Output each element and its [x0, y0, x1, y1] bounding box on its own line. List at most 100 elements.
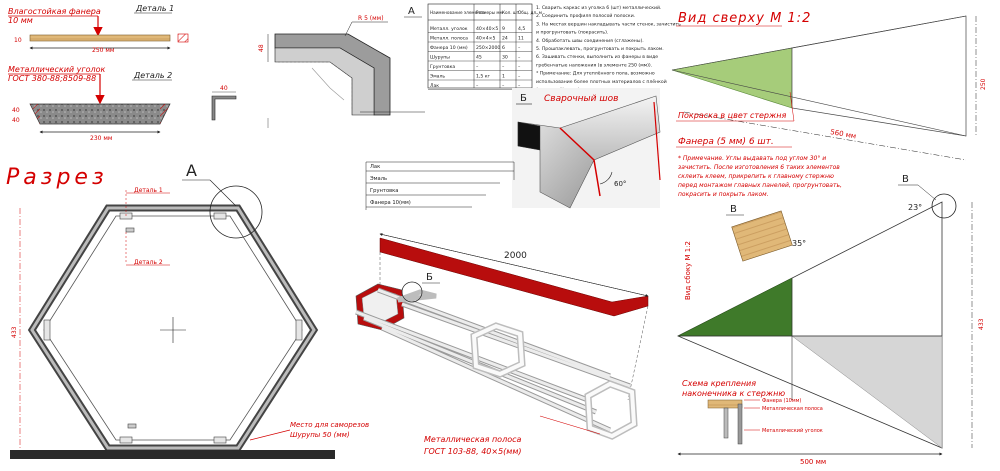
- note-line: * Примечание: Для утеплённого пола, возм…: [536, 71, 655, 77]
- top-view-note-line: покрасить и покрыть лаком.: [678, 191, 769, 198]
- note-line: гребенчатые наложения (в элементе 250 (м…: [536, 62, 652, 68]
- side-view-width: 500 мм: [800, 458, 826, 466]
- plywood-thickness-label: 10 мм: [8, 16, 33, 25]
- plywood-angle: 35°: [792, 239, 806, 248]
- angle-profile: [29, 103, 171, 125]
- mount-legend-item: Фанера (10мм): [762, 398, 801, 404]
- strip-label: Металлическая полоса: [424, 435, 521, 444]
- assembly-notes: 1. Сварить каркас из уголка 6 (шт) метал…: [536, 4, 681, 93]
- table-cell: –: [518, 84, 521, 89]
- view-b-letter: Б: [520, 93, 527, 104]
- detail-2-length: 230 мм: [90, 135, 112, 142]
- table-cell: –: [502, 84, 505, 89]
- table-cell: 45: [476, 55, 482, 61]
- table-cell: 6: [502, 45, 505, 51]
- section-height: 433: [11, 326, 18, 338]
- section-title: Разрез: [6, 165, 108, 190]
- note-line: 1. Сварить каркас из уголка 6 (шт) метал…: [536, 4, 661, 11]
- green-tip: [671, 47, 793, 109]
- angle-label: Металлический уголок: [8, 65, 105, 74]
- table-cell: 30: [502, 55, 508, 61]
- callout-v-circle: [931, 193, 957, 219]
- view-v-letter: В: [730, 204, 737, 215]
- table-cell: –: [518, 46, 521, 51]
- plywood-count-label: Фанера (5 мм) 6 шт.: [678, 137, 774, 147]
- table-cell: 9: [502, 26, 505, 32]
- side-view: В 23° В 35° Вид сбоку М 1:2 433 500 мм С…: [677, 174, 985, 466]
- length-dimension: 2000: [504, 251, 527, 261]
- table-cell: –: [476, 84, 479, 89]
- detail-a-letter: А: [408, 6, 415, 17]
- top-view-note: * Примечание. Углы выдавать под углом 30…: [678, 155, 842, 198]
- layer-label: Грунтовка: [370, 188, 398, 194]
- view-b-weld: Б Сварочный шов 60°: [512, 88, 661, 209]
- table-cell: Металл. полоса: [430, 36, 468, 42]
- table-cell: Фанера 10 (мм): [430, 45, 468, 51]
- note-line: 2. Соединить профиля полосой полоски.: [536, 12, 635, 19]
- detail-2-angle: Металлический уголок ГОСТ 380-88;8509-88…: [8, 65, 237, 142]
- detail-a-dimension: 48: [258, 44, 265, 52]
- paint-label: Покраска в цвет стержня: [678, 111, 786, 120]
- table-header: Размеры мм: [476, 10, 503, 15]
- note-line: 3. На местах вершин накладывать части ст…: [536, 21, 681, 27]
- table-cell: Грунтовка: [430, 64, 455, 70]
- layer-label: Фанера 10(мм): [370, 200, 411, 206]
- side-view-height: 433: [978, 318, 985, 330]
- side-view-label: Вид сбоку М 1:2: [684, 241, 692, 300]
- table-header: Общ. дл. м: [518, 10, 542, 15]
- top-view-note-line: перед монтажом главных панелей, прогрунт…: [678, 182, 842, 189]
- layer-label: Лак: [370, 164, 380, 170]
- table-cell: 4,5: [518, 26, 525, 32]
- callout-b-circle: [401, 281, 423, 303]
- weld-angle: 60°: [614, 180, 626, 188]
- top-view-note-line: склеить клеем, прикрепить к главному сте…: [678, 173, 834, 180]
- mount-legend-item: Металлический уголок: [762, 427, 823, 434]
- dark-green-tip: [677, 277, 793, 337]
- leader-detail-2: Деталь 2: [134, 259, 163, 266]
- note-line: использование более плотных материалов с…: [536, 78, 667, 85]
- note-line: 6. Зашивать стенки, выполнить из фанеры …: [536, 54, 658, 60]
- table-cell: 1: [502, 74, 505, 80]
- top-view-note-line: зачистить. После изготовления 6 таких эл…: [678, 164, 840, 171]
- top-view-title: Вид сверху М 1:2: [678, 11, 811, 26]
- table-cell: –: [518, 75, 521, 80]
- screw-spec-label: Шурупы 50 (мм): [290, 431, 350, 439]
- mount-scheme-sub-label: наконечника к стержню: [682, 389, 785, 398]
- section-view: Разрез Деталь 1 Деталь 2 А 4: [6, 161, 369, 459]
- top-view-height: 250: [980, 78, 987, 90]
- table-cell: –: [502, 65, 505, 70]
- top-view-note-line: * Примечание. Углы выдавать под углом 30…: [678, 155, 826, 162]
- angle-gost-label: ГОСТ 380-88;8509-88: [8, 74, 96, 83]
- note-line: 5. Прошпаклевать, прогрунтовать и покрыт…: [536, 46, 664, 52]
- table-cell: –: [476, 65, 479, 70]
- callout-v-letter: В: [902, 174, 909, 185]
- detail-2-height-2: 40: [12, 117, 20, 124]
- table-cell: Эмаль: [430, 74, 445, 80]
- angle-cross-section: [211, 95, 237, 121]
- table-cell: Лак: [430, 83, 439, 89]
- table-cell: 40×4×5: [476, 36, 495, 42]
- side-view-angle: 23°: [908, 203, 922, 212]
- callout-b-letter: Б: [426, 272, 433, 283]
- mount-scheme-label: Схема крепления: [682, 379, 756, 388]
- plywood-sample: [731, 210, 793, 262]
- mount-legend: Фанера (10мм) Металлическая полосаМеталли…: [744, 398, 823, 434]
- plywood-board: [29, 34, 171, 42]
- plywood-label: Влагостойкая фанера: [8, 7, 101, 16]
- mount-legend-item: Металлическая полоса: [762, 406, 823, 412]
- weld-seam-label: Сварочный шов: [544, 94, 618, 104]
- detail-1-plywood: Влагостойкая фанера 10 мм Деталь 1 250 м…: [8, 4, 189, 54]
- callout-a-letter: А: [186, 161, 197, 180]
- note-line: 4. Обработать швы соединения (сглажены).: [536, 38, 644, 44]
- table-cell: Шурупы: [430, 55, 450, 61]
- ground-line: [10, 450, 335, 459]
- top-view-length: 560 мм: [830, 128, 857, 140]
- table-cell: 24: [502, 36, 508, 42]
- table-cell: –: [518, 56, 521, 61]
- detail-2-width: 40: [220, 85, 228, 92]
- table-cell: 250×2000: [476, 45, 500, 51]
- table-header: Кол. шт.: [502, 10, 520, 15]
- detail-1-length: 250 мм: [92, 47, 114, 54]
